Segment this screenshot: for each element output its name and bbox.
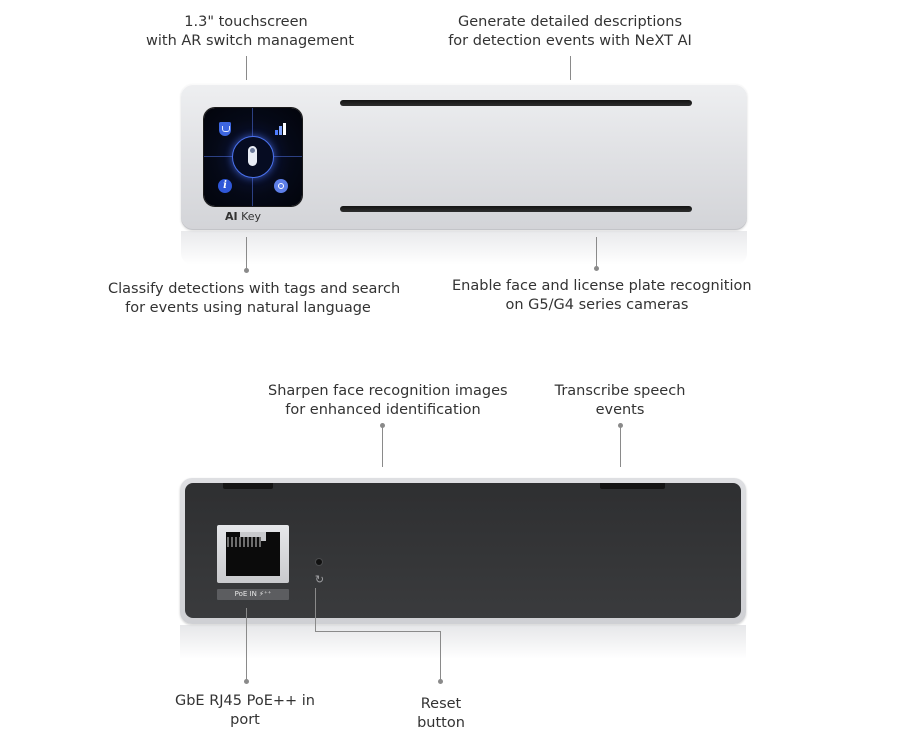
brand-label-bold: AI	[225, 210, 238, 223]
callout-recognition-line1: Enable face and license plate recognitio…	[452, 278, 752, 294]
callout-reset-line2: button	[417, 715, 465, 731]
front-reflection	[181, 231, 747, 265]
ai-key-front: AI Key	[181, 84, 747, 230]
callout-touchscreen-line2: with AR switch management	[146, 33, 355, 49]
leader-classify-dot	[244, 268, 249, 273]
callout-transcribe-line2: events	[595, 402, 645, 418]
rj45-port[interactable]	[217, 525, 289, 583]
leader-recognition-dot	[594, 266, 599, 271]
status-led	[316, 559, 322, 565]
callout-descriptions: Generate detailed descriptions for detec…	[445, 13, 695, 51]
leader-port-dot	[244, 679, 249, 684]
callout-recognition-line2: on G5/G4 series cameras	[505, 297, 689, 313]
callout-port-line2: port	[230, 712, 260, 728]
leader-reset-drop	[440, 631, 441, 682]
toggle-icon[interactable]	[248, 146, 257, 166]
callout-descriptions-line1: Generate detailed descriptions	[458, 14, 682, 30]
leader-reset-across	[315, 631, 441, 632]
leader-descriptions	[570, 56, 571, 80]
settings-icon[interactable]	[274, 179, 288, 193]
leader-touchscreen	[246, 56, 247, 80]
poe-label: PoE IN ⚡⁺⁺	[217, 589, 289, 600]
callout-port-line1: GbE RJ45 PoE++ in	[174, 693, 315, 709]
callout-sharpen: Sharpen face recognition images for enha…	[268, 382, 508, 420]
callout-reset-line1: Reset	[420, 696, 462, 712]
brand-label: AI Key	[225, 210, 261, 223]
rear-reflection	[180, 625, 746, 659]
reset-icon[interactable]: ↻	[314, 573, 325, 586]
callout-touchscreen-line1: 1.3" touchscreen	[184, 14, 308, 30]
leader-port	[246, 608, 247, 682]
callout-reset: Reset button	[400, 695, 482, 733]
callout-touchscreen: 1.3" touchscreen with AR switch manageme…	[146, 13, 355, 51]
shield-icon[interactable]	[218, 122, 232, 136]
leader-sharpen-dot	[380, 423, 385, 428]
callout-sharpen-line1: Sharpen face recognition images	[268, 383, 508, 399]
rear-notch-right	[600, 483, 665, 489]
leader-transcribe-dot	[618, 423, 623, 428]
leader-reset-down	[315, 588, 316, 631]
callout-port: GbE RJ45 PoE++ in port	[160, 692, 330, 730]
leader-classify	[246, 237, 247, 271]
touchscreen[interactable]	[204, 108, 302, 206]
rear-panel: PoE IN ⚡⁺⁺ ↻	[185, 483, 741, 618]
callout-descriptions-line2: for detection events with NeXT AI	[448, 33, 692, 49]
callout-classify-line1: Classify detections with tags and search	[108, 281, 401, 297]
leader-recognition	[596, 237, 597, 269]
callout-classify-line2: for events using natural language	[125, 300, 371, 316]
chart-icon[interactable]	[274, 122, 288, 136]
leader-reset-dot	[438, 679, 443, 684]
info-icon[interactable]	[218, 179, 232, 193]
leader-transcribe	[620, 426, 621, 467]
callout-transcribe: Transcribe speech events	[545, 382, 695, 420]
vent-bottom	[340, 206, 692, 212]
brand-label-rest: Key	[237, 210, 262, 223]
rear-notch-left	[223, 483, 273, 489]
callout-transcribe-line1: Transcribe speech	[554, 383, 686, 399]
vent-top	[340, 100, 692, 106]
rj45-pins	[227, 537, 261, 547]
callout-sharpen-line2: for enhanced identification	[285, 402, 481, 418]
callout-recognition: Enable face and license plate recognitio…	[452, 277, 752, 315]
ai-key-rear: PoE IN ⚡⁺⁺ ↻	[180, 478, 746, 624]
callout-classify: Classify detections with tags and search…	[108, 280, 401, 318]
leader-sharpen	[382, 426, 383, 467]
